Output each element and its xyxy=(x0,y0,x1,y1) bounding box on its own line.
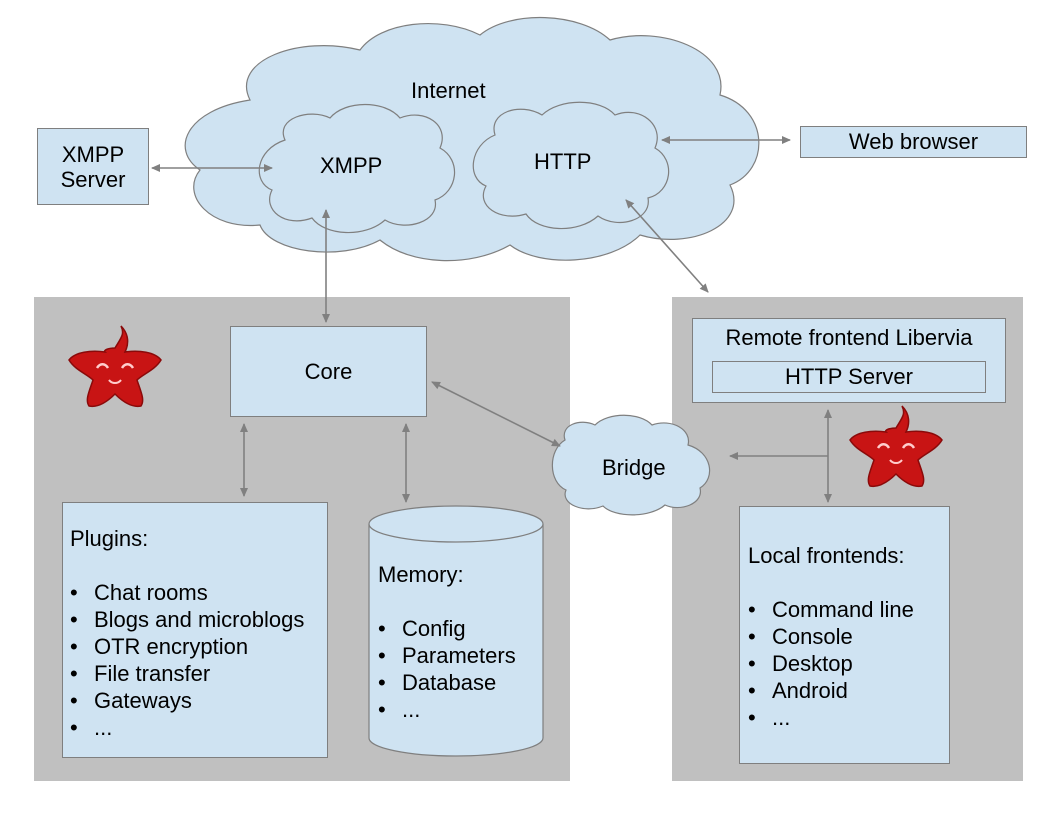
core-box: Core xyxy=(230,326,427,417)
plugins-box: Plugins: Chat rooms Blogs and microblogs… xyxy=(62,502,328,758)
bridge-cloud-shape xyxy=(551,414,711,516)
mascot-icon xyxy=(848,404,944,488)
local-frontends-box: Local frontends: Command line Console De… xyxy=(739,506,950,764)
internet-label: Internet xyxy=(411,78,486,103)
list-item: ... xyxy=(70,714,327,741)
plugins-list: Chat rooms Blogs and microblogs OTR encr… xyxy=(70,579,327,741)
list-item: Database xyxy=(378,669,516,696)
http-server-box: HTTP Server xyxy=(712,361,986,393)
list-item: Blogs and microblogs xyxy=(70,606,327,633)
list-item: OTR encryption xyxy=(70,633,327,660)
web-browser-label: Web browser xyxy=(848,129,979,154)
bridge-cloud-label: Bridge xyxy=(602,455,666,480)
list-item: ... xyxy=(748,704,949,731)
internet-cloud xyxy=(184,16,760,262)
list-item: File transfer xyxy=(70,660,327,687)
plugins-title: Plugins: xyxy=(70,526,149,551)
http-cloud-label: HTTP xyxy=(534,149,592,174)
list-item: Config xyxy=(378,615,516,642)
list-item: Parameters xyxy=(378,642,516,669)
xmpp-server-box: XMPP Server xyxy=(37,128,149,205)
list-item: Android xyxy=(748,677,949,704)
core-label: Core xyxy=(304,358,353,384)
xmpp-server-label: XMPP Server xyxy=(60,141,126,192)
memory-title: Memory: xyxy=(378,562,464,587)
list-item: Command line xyxy=(748,596,949,623)
list-item: Console xyxy=(748,623,949,650)
http-cloud-shape xyxy=(472,101,670,230)
http-server-label: HTTP Server xyxy=(785,364,913,389)
list-item: Gateways xyxy=(70,687,327,714)
local-frontends-list: Command line Console Desktop Android ... xyxy=(748,596,949,731)
xmpp-cloud-shape xyxy=(258,103,455,234)
list-item: Chat rooms xyxy=(70,579,327,606)
arrow-http-libervia xyxy=(625,199,709,293)
remote-frontend-box: Remote frontend Libervia HTTP Server xyxy=(692,318,1006,403)
list-item: ... xyxy=(378,696,516,723)
xmpp-cloud-label: XMPP xyxy=(320,153,383,178)
memory-content: Memory: Config Parameters Database ... xyxy=(378,561,516,723)
memory-list: Config Parameters Database ... xyxy=(378,615,516,723)
local-frontends-title: Local frontends: xyxy=(748,543,905,568)
mascot-icon xyxy=(67,324,163,408)
arrow-core-bridge xyxy=(431,381,561,447)
list-item: Desktop xyxy=(748,650,949,677)
web-browser-box: Web browser xyxy=(800,126,1027,158)
remote-frontend-title: Remote frontend Libervia xyxy=(725,325,973,350)
